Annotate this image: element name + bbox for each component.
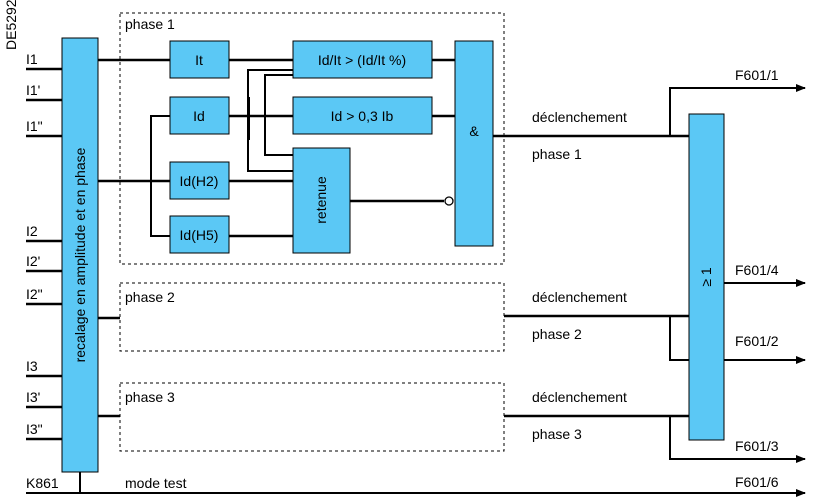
it-block-label: It bbox=[195, 52, 203, 68]
output-line-f601-1 bbox=[669, 84, 806, 136]
phase-1-wiring bbox=[98, 58, 455, 238]
input-lines bbox=[26, 67, 62, 441]
restraint-block bbox=[292, 147, 351, 254]
inverter-bubble bbox=[444, 196, 454, 206]
output-label-f601-3: F601/3 bbox=[735, 438, 779, 454]
test-mode-label: mode test bbox=[125, 475, 187, 491]
output-label-f601-4: F601/4 bbox=[735, 262, 779, 278]
and-gate bbox=[454, 40, 494, 247]
id-h2-block bbox=[169, 161, 230, 200]
or-gate-label: ≥ 1 bbox=[698, 267, 714, 287]
trip-label-1: déclenchement bbox=[532, 109, 627, 125]
or-gate bbox=[688, 113, 725, 441]
input-label-i2: I2 bbox=[26, 223, 38, 239]
doc-reference: DE52922 bbox=[3, 0, 19, 50]
phase-2-region bbox=[119, 282, 505, 352]
restraint-label: retenue bbox=[313, 176, 329, 224]
input-label-i2-second: I2" bbox=[26, 286, 43, 302]
id-h2-block-label: Id(H2) bbox=[180, 173, 219, 189]
input-label-i2-prime: I2' bbox=[26, 253, 40, 269]
output-label-f601-1: F601/1 bbox=[735, 67, 779, 83]
output-label-f601-6: F601/6 bbox=[735, 474, 779, 490]
id-block-label: Id bbox=[193, 108, 205, 124]
ratio-condition-block bbox=[292, 40, 433, 79]
trip-phase-label-2: phase 2 bbox=[532, 326, 582, 342]
input-label-i1: I1 bbox=[26, 51, 38, 67]
output-line-f601-2 bbox=[669, 316, 806, 364]
and-gate-label: & bbox=[469, 123, 479, 139]
phase-1-region bbox=[119, 12, 505, 265]
input-label-i3: I3 bbox=[26, 358, 38, 374]
phase-shift-label: recalage en amplitude et en phase bbox=[72, 147, 88, 362]
test-input-label: K861 bbox=[26, 475, 59, 491]
threshold-condition-block bbox=[292, 96, 433, 135]
trip-label-2: déclenchement bbox=[532, 289, 627, 305]
output-line-f601-3 bbox=[669, 416, 806, 463]
phase-1-title: phase 1 bbox=[125, 16, 175, 32]
trip-label-3: déclenchement bbox=[532, 389, 627, 405]
phase-3-title: phase 3 bbox=[125, 389, 175, 405]
id-h5-block bbox=[169, 215, 230, 254]
input-label-i1-prime: I1' bbox=[26, 82, 40, 98]
output-label-f601-2: F601/2 bbox=[735, 333, 779, 349]
id-block bbox=[169, 96, 230, 135]
phase-shift-block bbox=[61, 37, 99, 473]
input-label-i3-second: I3" bbox=[26, 421, 43, 437]
ratio-condition-label: Id/It > (Id/It %) bbox=[318, 52, 406, 68]
id-h5-block-label: Id(H5) bbox=[180, 227, 219, 243]
trip-phase-label-1: phase 1 bbox=[532, 146, 582, 162]
it-block bbox=[169, 40, 230, 79]
trip-phase-label-3: phase 3 bbox=[532, 426, 582, 442]
input-label-i3-prime: I3' bbox=[26, 389, 40, 405]
threshold-condition-label: Id > 0,3 Ib bbox=[331, 108, 394, 124]
phase-2-title: phase 2 bbox=[125, 289, 175, 305]
phase-3-region bbox=[119, 382, 505, 452]
input-label-i1-second: I1" bbox=[26, 118, 43, 134]
